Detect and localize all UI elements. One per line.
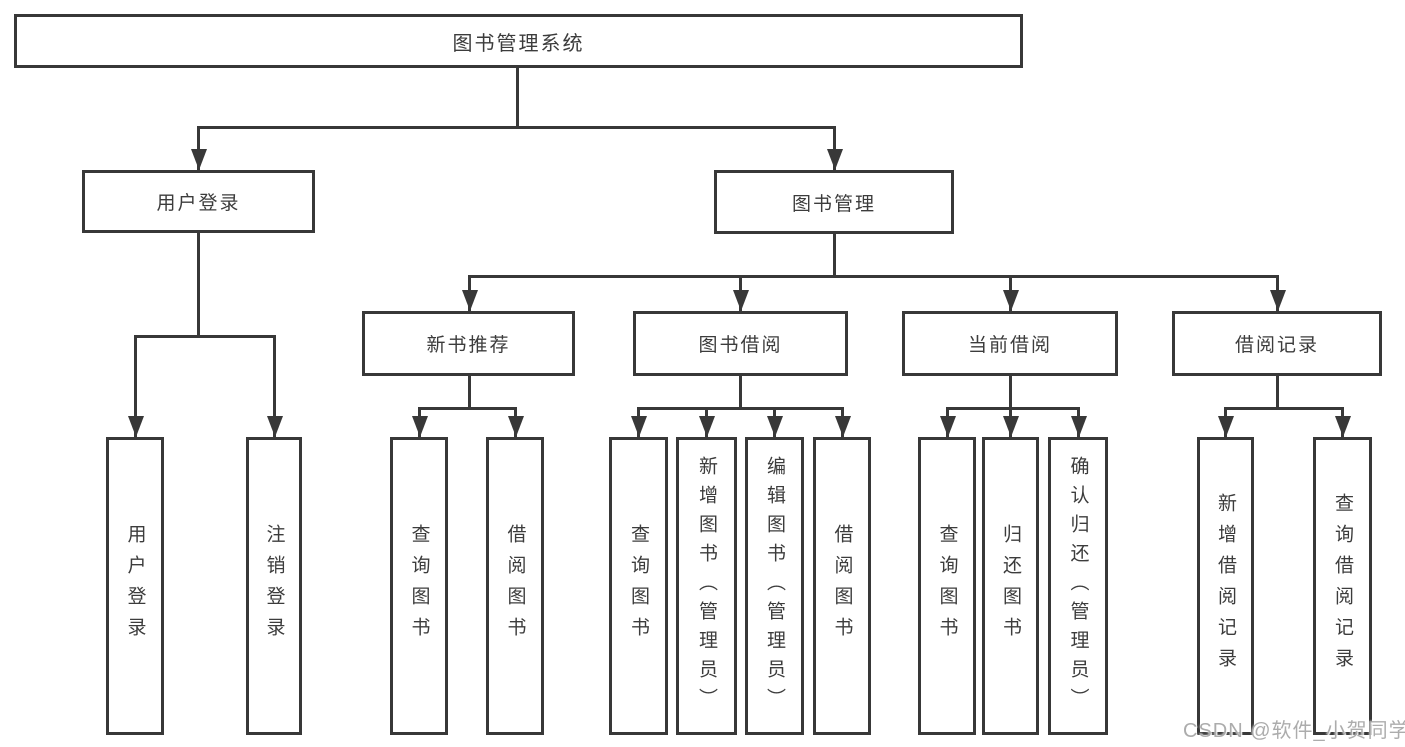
node-current-borrow: 当前借阅 bbox=[902, 311, 1118, 376]
connector-root-stem bbox=[516, 68, 519, 126]
connector-bb-stem bbox=[739, 376, 742, 407]
leaf-cb-confirm-return-admin-label: 确认归还（管理员） bbox=[1067, 455, 1089, 717]
node-book-management-label: 图书管理 bbox=[791, 193, 876, 215]
arrow-to-bb-query-book bbox=[637, 407, 640, 437]
connector-br-branch bbox=[1224, 407, 1344, 410]
leaf-bb-query-book: 查询图书 bbox=[609, 437, 668, 735]
arrow-to-cb-query-book bbox=[946, 407, 949, 437]
connector-cb-stem bbox=[1009, 376, 1012, 407]
node-root-label: 图书管理系统 bbox=[452, 32, 585, 55]
node-borrow-records: 借阅记录 bbox=[1172, 311, 1382, 376]
leaf-nbr-borrow-book-label: 借阅图书 bbox=[504, 524, 526, 648]
arrow-to-bb-borrow-book bbox=[841, 407, 844, 437]
connector-bb-branch bbox=[637, 407, 844, 410]
connector-cb-branch bbox=[946, 407, 1080, 410]
leaf-bb-borrow-book-label: 借阅图书 bbox=[831, 524, 853, 648]
node-root: 图书管理系统 bbox=[14, 14, 1023, 68]
node-user-login: 用户登录 bbox=[82, 170, 315, 233]
node-borrow-records-label: 借阅记录 bbox=[1234, 335, 1319, 356]
connector-br-stem bbox=[1276, 376, 1279, 407]
arrow-to-leaf-user-login bbox=[134, 335, 137, 437]
connector-nbr-branch bbox=[418, 407, 517, 410]
connector-user-login-branch bbox=[134, 335, 276, 338]
leaf-logout-label: 注销登录 bbox=[263, 524, 285, 648]
connector-book-management-branch bbox=[468, 275, 1279, 278]
leaf-nbr-query-book-label: 查询图书 bbox=[408, 524, 430, 648]
watermark: CSDN @软件_小贺同学 bbox=[1183, 720, 1405, 742]
leaf-bb-edit-book-admin: 编辑图书（管理员） bbox=[745, 437, 804, 735]
arrow-to-cb-return-book bbox=[1009, 407, 1012, 437]
node-book-borrow-label: 图书借阅 bbox=[698, 335, 783, 356]
leaf-logout: 注销登录 bbox=[246, 437, 302, 735]
arrow-to-book-borrow bbox=[739, 275, 742, 311]
leaf-bb-add-book-admin-label: 新增图书（管理员） bbox=[696, 455, 717, 717]
leaf-cb-query-book: 查询图书 bbox=[918, 437, 976, 735]
leaf-cb-query-book-label: 查询图书 bbox=[936, 524, 958, 648]
leaf-br-add-record: 新增借阅记录 bbox=[1197, 437, 1254, 735]
leaf-nbr-query-book: 查询图书 bbox=[390, 437, 448, 735]
leaf-bb-query-book-label: 查询图书 bbox=[628, 524, 649, 648]
leaf-bb-borrow-book: 借阅图书 bbox=[813, 437, 871, 735]
connector-root-branch bbox=[197, 126, 836, 129]
leaf-cb-confirm-return-admin: 确认归还（管理员） bbox=[1048, 437, 1108, 735]
leaf-bb-add-book-admin: 新增图书（管理员） bbox=[676, 437, 737, 735]
leaf-cb-return-book: 归还图书 bbox=[982, 437, 1039, 735]
arrow-to-current-borrow bbox=[1009, 275, 1012, 311]
arrow-to-cb-confirm-return bbox=[1077, 407, 1080, 437]
node-new-book-recommend-label: 新书推荐 bbox=[426, 335, 511, 356]
node-current-borrow-label: 当前借阅 bbox=[967, 335, 1052, 356]
connector-nbr-stem bbox=[468, 376, 471, 407]
arrow-to-bb-edit-book bbox=[773, 407, 776, 437]
arrow-to-borrow-records bbox=[1276, 275, 1279, 311]
arrow-to-nbr-query-book bbox=[418, 407, 421, 437]
connector-user-login-stem bbox=[197, 233, 200, 335]
connector-book-management-stem bbox=[833, 234, 836, 275]
arrow-to-nbr-borrow-book bbox=[514, 407, 517, 437]
node-book-management: 图书管理 bbox=[714, 170, 954, 234]
node-new-book-recommend: 新书推荐 bbox=[362, 311, 575, 376]
node-user-login-label: 用户登录 bbox=[156, 193, 241, 214]
arrow-to-bb-add-book bbox=[705, 407, 708, 437]
leaf-br-add-record-label: 新增借阅记录 bbox=[1215, 493, 1236, 679]
leaf-bb-edit-book-admin-label: 编辑图书（管理员） bbox=[764, 455, 785, 717]
leaf-user-login: 用户登录 bbox=[106, 437, 164, 735]
leaf-cb-return-book-label: 归还图书 bbox=[1000, 524, 1021, 648]
node-book-borrow: 图书借阅 bbox=[633, 311, 848, 376]
arrow-to-br-add-record bbox=[1224, 407, 1227, 437]
arrow-to-new-book-recommend bbox=[468, 275, 471, 311]
arrow-to-br-query-record bbox=[1341, 407, 1344, 437]
leaf-nbr-borrow-book: 借阅图书 bbox=[486, 437, 544, 735]
leaf-br-query-record-label: 查询借阅记录 bbox=[1332, 493, 1353, 679]
leaf-br-query-record: 查询借阅记录 bbox=[1313, 437, 1372, 735]
arrow-to-user-login bbox=[197, 126, 200, 170]
arrow-to-leaf-logout bbox=[273, 335, 276, 437]
arrow-to-book-management bbox=[833, 126, 836, 170]
leaf-user-login-label: 用户登录 bbox=[124, 524, 146, 648]
